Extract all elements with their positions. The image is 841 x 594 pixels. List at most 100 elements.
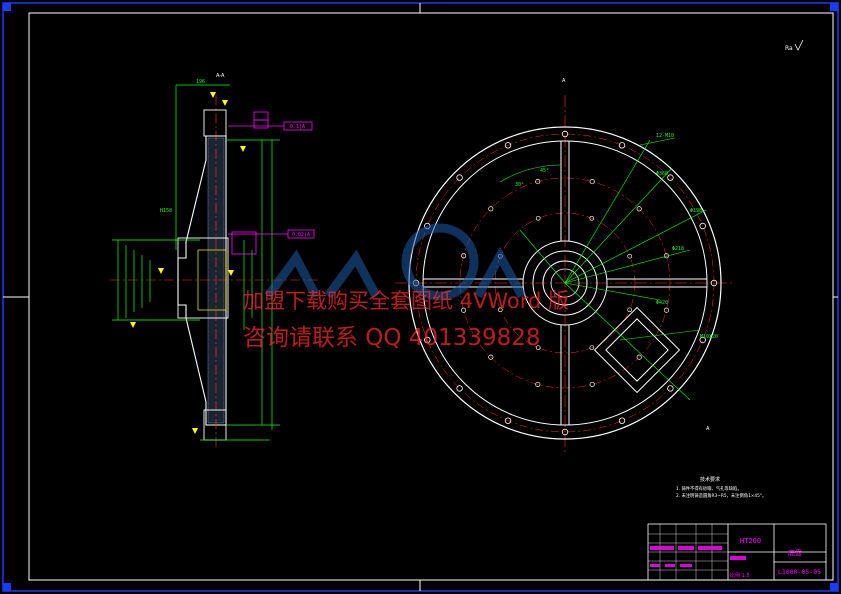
mid-bolt-hole-1 (663, 307, 669, 313)
tolerance-text-2: 0.02|A (292, 232, 310, 238)
outer-bolt-hole-8 (424, 336, 431, 344)
pocket-inner (605, 318, 669, 382)
dia-label-4: Φ420 (656, 300, 668, 306)
outer-bolt-hole-3 (667, 385, 674, 392)
dim-top-width: 196 (196, 79, 205, 85)
corner-mark-br (830, 583, 838, 591)
mid-bolt-hole-3 (589, 381, 595, 387)
roughness-mark-7 (130, 322, 136, 328)
angle-arc (499, 164, 561, 183)
leader-dia-2 (564, 249, 691, 284)
roughness-mark-6 (210, 92, 216, 98)
outer-bolt-hole-6 (504, 417, 512, 424)
leader-hole-pattern (639, 137, 676, 146)
tb-cell-1 (650, 546, 674, 550)
tb-cell-6 (665, 564, 675, 567)
dia-label-2: Φ218 (672, 246, 684, 252)
mid-bolt-hole-9 (535, 179, 541, 185)
pocket-outer (593, 306, 681, 394)
inner-bolt-hole-7 (589, 215, 595, 221)
mid-bolt-hole-7 (461, 253, 467, 259)
hub-bore (550, 268, 580, 298)
mid-bolt-hole-10 (589, 179, 595, 185)
outer-bolt-hole-1 (710, 279, 718, 287)
roughness-mark-4 (228, 270, 234, 276)
mid-bolt-hole-2 (636, 354, 642, 360)
angle-label-2: 45° (540, 168, 549, 174)
outer-bolt-hole-12 (504, 142, 512, 149)
surface-symbol-icon (794, 39, 804, 51)
mid-bolt-hole-4 (535, 381, 541, 387)
hole-pattern-label: 12-M10 (656, 133, 674, 139)
rim-top-block (203, 109, 227, 137)
tb-cell-2 (678, 546, 694, 550)
hub-mid (532, 250, 598, 316)
outer-bolt-hole-11 (456, 174, 463, 181)
hub-inner (197, 249, 227, 311)
tolerance-text-1: 0.1|A (290, 124, 305, 130)
hub-outline (177, 237, 229, 319)
title-material: HT200 (740, 537, 761, 545)
mid-bolt-hole-8 (488, 206, 494, 212)
mid-holes (461, 179, 669, 387)
inner-bolt-hole-3 (535, 345, 541, 351)
mid-pattern-circle (459, 177, 671, 389)
tolerance-frame-a (253, 111, 269, 121)
outer-bolt-hole-15 (667, 174, 674, 181)
hub-outer (522, 240, 608, 326)
inner-ring (422, 140, 708, 426)
m-hole-label: M10X20 (700, 334, 718, 340)
tb-cell-4 (730, 556, 746, 560)
hatch-zone (231, 231, 257, 255)
dim-h8-bore: H158 (160, 208, 172, 214)
tech-req-title: 技术要求 (700, 476, 720, 483)
dia-label-3: Φ368 (656, 171, 668, 177)
outer-bolt-hole-14 (618, 142, 626, 149)
leader-dia-5 (564, 139, 651, 284)
surface-note: Ra (785, 45, 793, 52)
title-scale: 比例 1:5 (730, 572, 750, 579)
tb-cell-3 (698, 546, 722, 550)
front-view: A A (395, 78, 735, 455)
dia-label-1: Φ198 (690, 208, 702, 214)
outer-bolt-hole-13 (561, 130, 569, 138)
title-part-name: 底盘 (788, 548, 802, 557)
rib-right (607, 278, 707, 288)
tech-req-item-2: 2. 未注明铸造圆角R3~R5，未注倒角1×45°。 (676, 492, 766, 499)
roughness-mark-5 (192, 428, 198, 434)
inner-bolt-hole-8 (627, 253, 633, 259)
leader-dia-6 (564, 282, 691, 401)
corner-mark-tl (3, 3, 11, 11)
square-pocket (593, 306, 681, 394)
hub-inner (542, 260, 588, 306)
inner-bolt-hole-4 (497, 307, 503, 313)
inner-bolt-hole-6 (535, 215, 541, 221)
angle-label-1: 30° (515, 182, 524, 188)
outer-bolt-hole-5 (561, 428, 569, 436)
view-marker-bottom: A (706, 426, 710, 432)
title-block-cells (650, 546, 746, 567)
inner-pattern-circle (494, 212, 636, 354)
leader-dia-4 (564, 282, 661, 301)
view-marker-top: A (562, 78, 566, 84)
tolerance-frame-b (253, 119, 269, 129)
corner-mark-bl (3, 583, 11, 591)
leader-dia-1 (564, 209, 707, 284)
outer-bolt-hole-16 (699, 222, 706, 230)
title-block-grid (648, 524, 728, 580)
rib-bottom (560, 325, 570, 425)
roughness-mark-2 (240, 146, 246, 152)
leader-dia-7 (519, 229, 566, 284)
rib-top (560, 141, 570, 241)
mid-bolt-hole-5 (488, 354, 494, 360)
leader-dia-3 (564, 167, 673, 284)
roughness-mark-1 (222, 100, 228, 106)
title-drawing-no: L1000-05-05 (778, 568, 821, 576)
outer-bolt-hole-4 (618, 417, 626, 424)
outer-bolt-hole-7 (456, 385, 463, 392)
section-label: A-A (216, 73, 225, 79)
corner-mark-tr (830, 3, 838, 11)
tb-cell-5 (650, 564, 660, 567)
watermark-line-2: 咨询请联系 QQ 401339828 (243, 325, 541, 351)
